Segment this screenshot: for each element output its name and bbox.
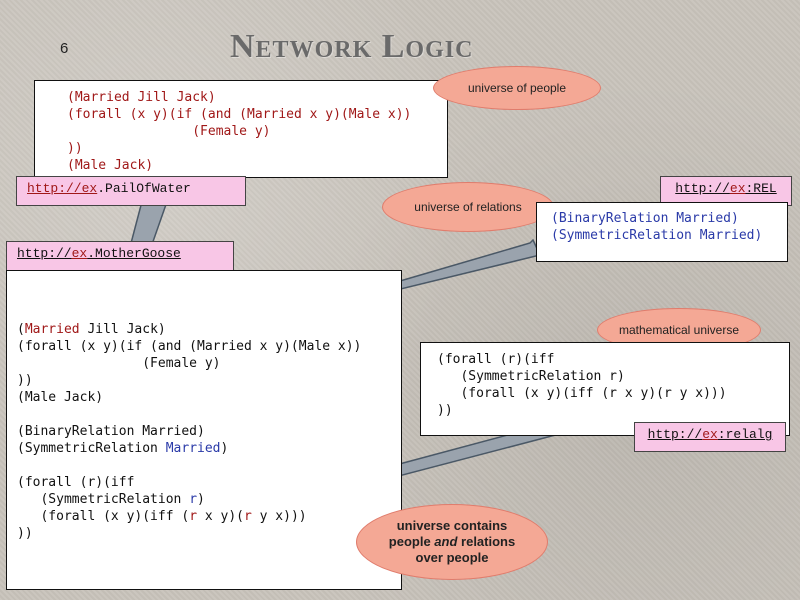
pailofwater-uri-tag: http://ex.PailOfWater — [16, 176, 246, 206]
universe-contains-line2-post: relations — [457, 534, 516, 549]
relations-code-box: (BinaryRelation Married) (SymmetricRelat… — [536, 202, 788, 262]
relalg-uri-ex: ex — [702, 427, 718, 442]
universe-contains-text: universe contains people and relations o… — [389, 518, 515, 566]
universe-of-people-label: universe of people — [467, 81, 567, 95]
mother-symrel-post: ) — [220, 441, 229, 456]
mother-code-blank — [17, 406, 401, 423]
math-code-line: (SymmetricRelation r) — [437, 369, 625, 384]
mother-married-rest: Jill Jack) — [79, 322, 166, 337]
mother-code-line: (Male Jack) — [17, 390, 104, 405]
mother-symrel-r-post: ) — [197, 492, 205, 507]
mother-code-line: (BinaryRelation Married) — [17, 424, 205, 439]
mother-symrel-term: Married — [165, 441, 221, 456]
mother-code-line: )) — [17, 526, 33, 541]
universe-contains-line1: universe contains — [396, 518, 508, 533]
slide-number: 6 — [60, 40, 69, 57]
mother-iff-a: (forall (x y)(iff ( — [17, 509, 190, 524]
relations-code-line: (SymmetricRelation Married) — [551, 228, 763, 243]
rel-uri-prefix: http:// — [675, 181, 730, 196]
math-code-box: (forall (r)(iff (SymmetricRelation r) (f… — [420, 342, 790, 436]
mothergoose-uri-tag: http://ex.MotherGoose — [6, 241, 234, 271]
mother-var-r: r — [189, 492, 198, 507]
universe-of-relations-label: universe of relations — [414, 200, 522, 214]
rel-uri-suffix: :REL — [745, 181, 777, 196]
mother-iff-b: x y)( — [197, 509, 244, 524]
mothergoose-code-box: (Married Jill Jack) (forall (x y)(if (an… — [6, 270, 402, 590]
universe-of-relations-ellipse: universe of relations — [382, 182, 554, 232]
mother-symrel-r-pre: (SymmetricRelation — [17, 492, 190, 507]
people-code-line: )) — [67, 141, 83, 156]
universe-contains-ellipse: universe contains people and relations o… — [356, 504, 548, 580]
mothergoose-uri-prefix: http:// — [17, 246, 72, 261]
relations-code-line: (BinaryRelation Married) — [551, 211, 739, 226]
mother-code-line: )) — [17, 373, 33, 388]
rel-uri-ex: ex — [729, 181, 746, 196]
pailofwater-uri-suffix: .PailOfWater — [97, 181, 191, 196]
people-code-box: (Married Jill Jack) (forall (x y)(if (an… — [34, 80, 448, 178]
mother-code-line: (forall (x y)(iff (r x y)(r y x))) — [17, 508, 401, 525]
relalg-uri-prefix: http:// — [647, 427, 703, 442]
universe-contains-line2: people and relations — [389, 534, 515, 550]
mother-code-line: (forall (x y)(if (and (Married x y)(Male… — [17, 339, 362, 354]
universe-contains-line3: over people — [415, 550, 489, 565]
mother-code-line: (SymmetricRelation Married) — [17, 440, 401, 457]
universe-contains-line2-em: and — [434, 534, 458, 549]
people-code-line: (Male Jack) — [67, 158, 154, 173]
mother-var-r: r — [243, 509, 252, 524]
people-code-line: (forall (x y)(if (and (Married x y)(Male… — [67, 107, 412, 122]
mother-symrel-pre: (SymmetricRelation — [17, 441, 166, 456]
mother-code-line: (forall (r)(iff — [17, 475, 135, 490]
universe-of-people-ellipse: universe of people — [433, 66, 601, 110]
math-code-line: (forall (x y)(iff (r x y)(r y x))) — [437, 386, 727, 401]
mother-iff-c: y x))) — [251, 509, 307, 524]
mothergoose-uri-ex: ex — [71, 246, 88, 261]
math-code-line: )) — [437, 403, 453, 418]
mother-code-blank — [17, 457, 401, 474]
rel-uri-tag: http://ex:REL — [660, 176, 792, 206]
math-code-line: (forall (r)(iff — [437, 352, 555, 367]
mother-code-line: (Female y) — [17, 356, 221, 371]
mothergoose-uri-suffix: .MotherGoose — [87, 246, 181, 261]
mother-code-line: (Married Jill Jack) — [17, 322, 166, 337]
mother-var-r: r — [189, 509, 198, 524]
universe-contains-line2-pre: people — [388, 534, 435, 549]
mathematical-universe-label: mathematical universe — [618, 323, 740, 337]
slide-title: Network Logic — [230, 28, 474, 65]
relalg-uri-tag: http://ex:relalg — [634, 422, 786, 452]
mother-married-predicate: Married — [24, 322, 80, 337]
people-code-line: (Married Jill Jack) — [67, 90, 216, 105]
relalg-uri-suffix: :relalg — [717, 427, 773, 442]
mother-code-line: (SymmetricRelation r) — [17, 491, 401, 508]
pailofwater-uri-prefix: http://ex — [27, 181, 98, 196]
people-code-line: (Female y) — [67, 124, 271, 139]
